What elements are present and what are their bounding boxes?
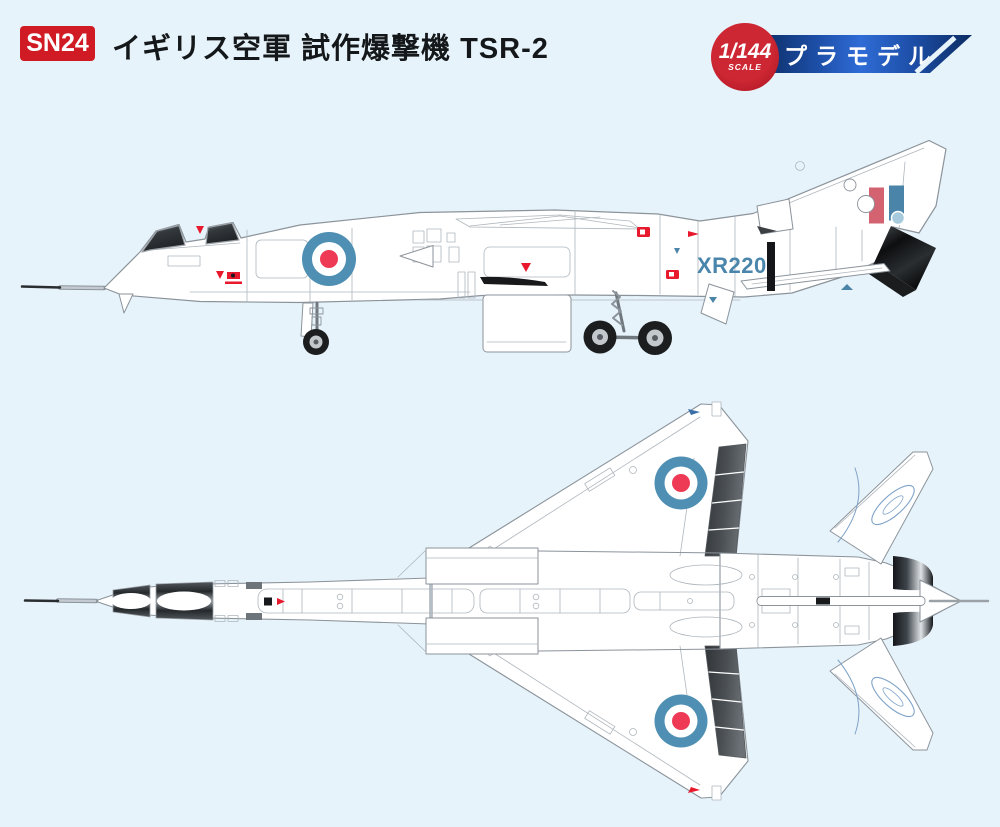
- blade-antenna: [118, 293, 134, 314]
- wingtip-decal-top: [688, 409, 700, 415]
- rear-canopy: [205, 222, 240, 245]
- wingtip-tab-bottom: [711, 785, 722, 801]
- plamodel-banner-label: プラモデル: [784, 43, 939, 69]
- weapons-bay-door: [482, 294, 572, 353]
- dorsal-airbrake-door: [756, 198, 794, 235]
- wingtip-decal-bottom: [688, 787, 700, 793]
- roundel-side: [302, 232, 356, 286]
- intake-wedge: [399, 245, 434, 268]
- tailplane-top-upper: [829, 451, 934, 565]
- product-code-badge: SN24: [20, 26, 95, 61]
- stencil-markings: [196, 226, 853, 303]
- centerline-pod: [756, 588, 926, 614]
- pitot-probe: [20, 285, 107, 291]
- plamodel-banner: プラモデル: [758, 35, 972, 73]
- rear-gear-door: [700, 283, 735, 325]
- roundel-top-wing-upper: [654, 456, 708, 510]
- nose-probe-top: [23, 598, 99, 604]
- top-view-illustration: [23, 401, 990, 801]
- tailplane-top-lower: [829, 637, 934, 751]
- fuselage-black-band: [767, 242, 775, 291]
- nacelle-edge-top: [537, 550, 723, 554]
- serial-text: XR220: [697, 253, 767, 278]
- nacelle-edge-bottom: [537, 648, 723, 652]
- intake-shadow: [480, 276, 548, 286]
- side-view-illustration: XR220: [20, 139, 947, 355]
- main-landing-gear: [583, 290, 672, 355]
- page-title: イギリス空軍 試作爆撃機 TSR-2: [112, 32, 549, 65]
- wing-root-fairing-bottom: [669, 616, 743, 638]
- cockpit-canopies: [141, 222, 240, 253]
- canopy-bands-top-view: [111, 580, 262, 622]
- roundel-top-wing-lower: [654, 694, 708, 748]
- wingtip-tab-top: [711, 401, 722, 417]
- fin-flash: [843, 178, 906, 226]
- spine-black-square: [264, 597, 272, 606]
- scale-value: 1/144: [718, 40, 772, 63]
- scale-badge: 1/144 SCALE: [711, 23, 779, 91]
- delta-wing: [431, 403, 749, 799]
- spine-red-arrow: [277, 598, 285, 605]
- product-code: SN24: [26, 29, 89, 57]
- scale-word: SCALE: [728, 62, 762, 72]
- nose-landing-gear: [300, 301, 329, 355]
- wing-root-fairing-top: [669, 564, 743, 586]
- engine-intakes: [397, 547, 539, 655]
- spine-panels: [257, 588, 735, 614]
- windscreen: [141, 224, 186, 253]
